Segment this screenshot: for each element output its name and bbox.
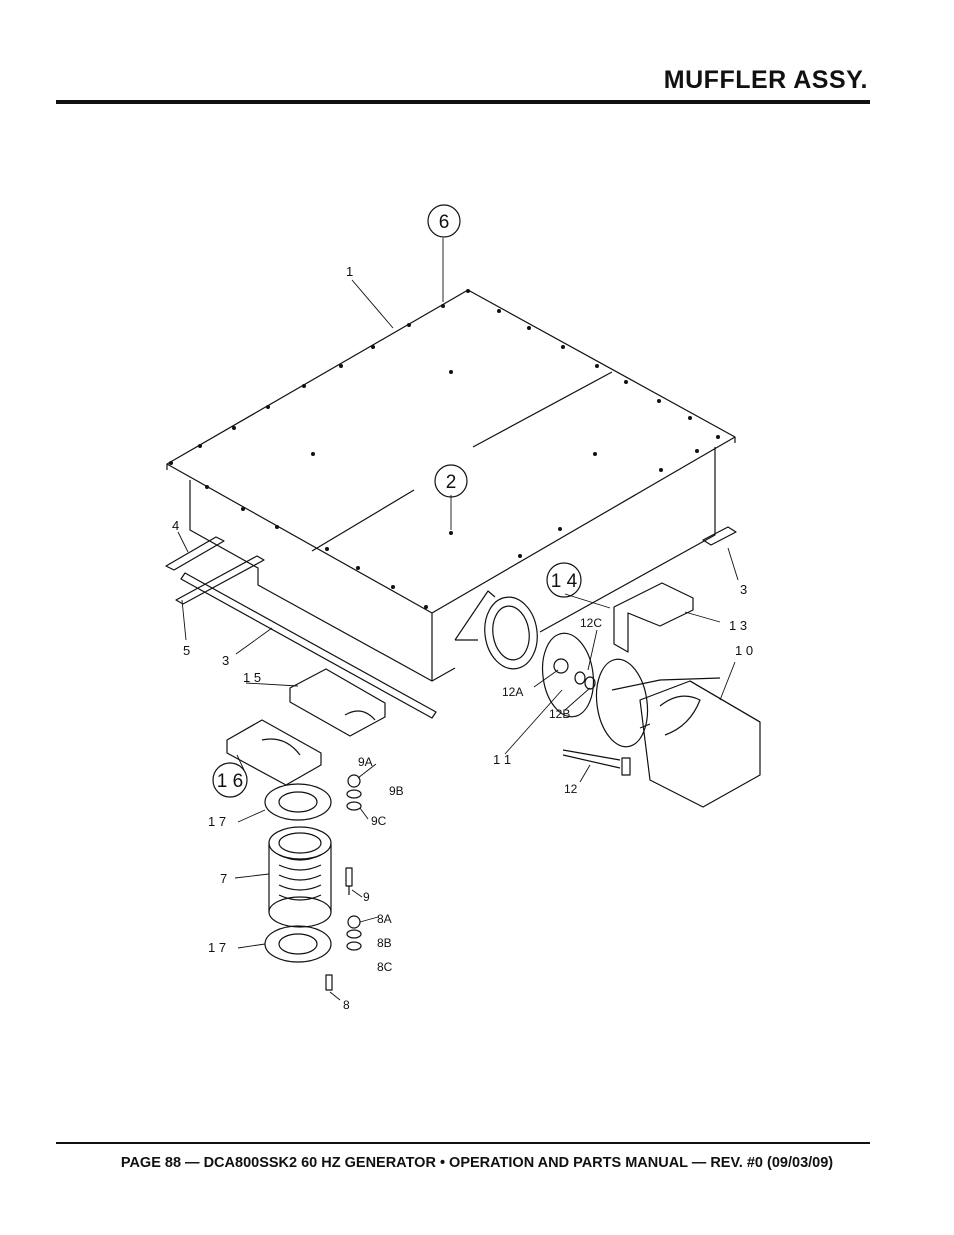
label-4: 4 [172, 518, 179, 533]
callout-6: 6 [439, 212, 450, 233]
label-9A: 9A [358, 755, 373, 769]
footer-rule [56, 1142, 870, 1144]
callout-circle-14 [546, 562, 582, 598]
callout-circle-2 [434, 464, 468, 498]
bottom-bracket-4 [165, 536, 225, 571]
callout-16: 1 6 [217, 771, 243, 792]
label-8A: 8A [377, 912, 392, 926]
label-5: 5 [183, 643, 190, 658]
label-8: 8 [343, 998, 350, 1012]
pipe-flange-10 [595, 658, 649, 748]
page-footer: PAGE 88 — DCA800SSK2 60 HZ GENERATOR • O… [120, 1155, 834, 1171]
label-9B: 9B [389, 784, 404, 798]
outlet-cone [454, 590, 496, 641]
muffler-box-body [189, 480, 433, 682]
flange-17-lower [264, 925, 332, 963]
label-9C: 9C [371, 814, 387, 828]
label-17-upper: 1 7 [208, 814, 226, 829]
callout-circle-16 [212, 762, 248, 798]
bracket-13 [613, 582, 694, 653]
flange-17-upper [264, 783, 332, 821]
label-11: 1 1 [493, 752, 511, 767]
page-title: MUFFLER ASSY. [663, 66, 868, 94]
label-1: 1 [346, 264, 353, 279]
label-8B: 8B [377, 936, 392, 950]
tailpipe-10 [611, 677, 721, 729]
label-13: 1 3 [729, 618, 747, 633]
callout-2: 2 [446, 472, 457, 493]
bellows-7 [268, 843, 332, 912]
bottom-rail-3-right [702, 526, 737, 546]
label-9: 9 [363, 890, 370, 904]
label-12C: 12C [580, 616, 602, 630]
label-15: 1 5 [243, 670, 261, 685]
label-17-lower: 1 7 [208, 940, 226, 955]
label-7: 7 [220, 871, 227, 886]
bolt-holes [169, 289, 720, 609]
callout-circle-6 [427, 204, 461, 238]
bolt-12 [562, 749, 631, 776]
bottom-bracket-5 [175, 555, 265, 605]
gasket-16 [226, 719, 322, 786]
label-12A: 12A [502, 685, 523, 699]
label-12B: 12B [549, 707, 570, 721]
label-8C: 8C [377, 960, 393, 974]
header-rule [56, 100, 870, 104]
label-3-right: 3 [740, 582, 747, 597]
bottom-rail-3 [180, 572, 437, 719]
label-10: 1 0 [735, 643, 753, 658]
gasket-11 [541, 632, 595, 718]
gasket-15 [289, 668, 386, 737]
label-12: 12 [564, 782, 578, 796]
label-3-left: 3 [222, 653, 229, 668]
callout-14: 1 4 [551, 571, 578, 592]
